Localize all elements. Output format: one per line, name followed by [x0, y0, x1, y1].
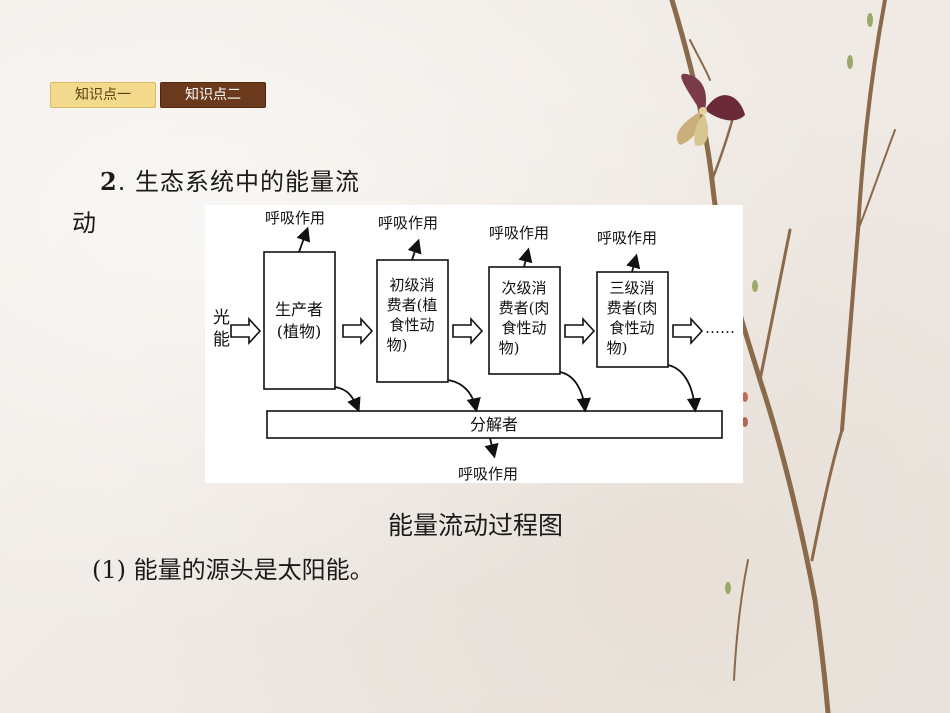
tab-knowledge-point-2[interactable]: 知识点二 [160, 82, 266, 108]
flow-arrow [452, 316, 484, 346]
tertiary-consumer-label: 三级消 [609, 279, 654, 297]
tertiary-consumer-box [596, 271, 669, 368]
section-title-continued: 动 [72, 209, 96, 237]
producer-label: 生产者 [275, 300, 323, 319]
respiration-arrow [518, 247, 533, 268]
respiration-arrow [626, 253, 641, 273]
ellipsis: …… [705, 319, 735, 337]
decomposition-arrow [667, 364, 702, 413]
tab-knowledge-point-1[interactable]: 知识点一 [50, 82, 156, 108]
flow-arrows [230, 316, 704, 346]
point-1: (1) 能量的源头是太阳能。 [92, 550, 374, 585]
decomposition-arrows [334, 364, 702, 413]
tertiary-consumer-label: 食性动 [609, 319, 654, 337]
flow-arrow [564, 316, 596, 346]
secondary-consumer-label: 费者(肉 [499, 299, 550, 317]
energy-flow-diagram: 光 能 …… 生产者 (植物) 初级消 费者(植 食性动 物) 次级消 费者(肉… [205, 205, 743, 483]
secondary-consumer-box [488, 266, 561, 375]
primary-consumer-label: 费者(植 [387, 296, 438, 314]
producer-label: (植物) [277, 322, 322, 341]
secondary-consumer-label: 物) [499, 339, 520, 357]
flow-arrow [342, 316, 374, 346]
point-text: 能量的源头是太阳能。 [126, 556, 374, 584]
decomposer-box [266, 410, 723, 439]
respiration-label: 呼吸作用 [597, 229, 657, 247]
primary-consumer-label: 食性动 [389, 316, 434, 334]
flower-decoration [676, 73, 745, 146]
figure-caption: 能量流动过程图 [388, 511, 564, 540]
producer-box [263, 251, 336, 390]
respiration-arrow [407, 238, 422, 261]
tertiary-consumer-label: 费者(肉 [607, 299, 658, 317]
decomposition-arrow [559, 371, 591, 413]
primary-consumer-label: 初级消 [389, 276, 434, 294]
decomposition-arrow [447, 379, 481, 413]
decomposition-arrow [334, 386, 361, 413]
secondary-consumer-label: 次级消 [501, 279, 546, 297]
decomposer-label: 分解者 [470, 415, 518, 434]
section-number: 2 [100, 167, 118, 196]
section-title: 生态系统中的能量流 [134, 168, 360, 196]
flow-arrow [672, 316, 704, 346]
secondary-consumer-label: 食性动 [501, 319, 546, 337]
respiration-arrows [296, 226, 641, 459]
light-label: 光 [213, 308, 230, 328]
section-heading: 2. 生态系统中的能量流 [100, 167, 360, 196]
respiration-label: 呼吸作用 [265, 209, 325, 227]
respiration-arrow [484, 437, 499, 459]
primary-consumer-label: 物) [387, 336, 408, 354]
point-number: (1) [92, 556, 126, 584]
light-label: 能 [213, 330, 230, 350]
tertiary-consumer-label: 物) [607, 339, 628, 357]
respiration-arrow [296, 226, 311, 253]
respiration-label: 呼吸作用 [489, 224, 549, 242]
respiration-label: 呼吸作用 [378, 214, 438, 232]
flow-arrow [230, 316, 262, 346]
respiration-label: 呼吸作用 [458, 465, 518, 483]
